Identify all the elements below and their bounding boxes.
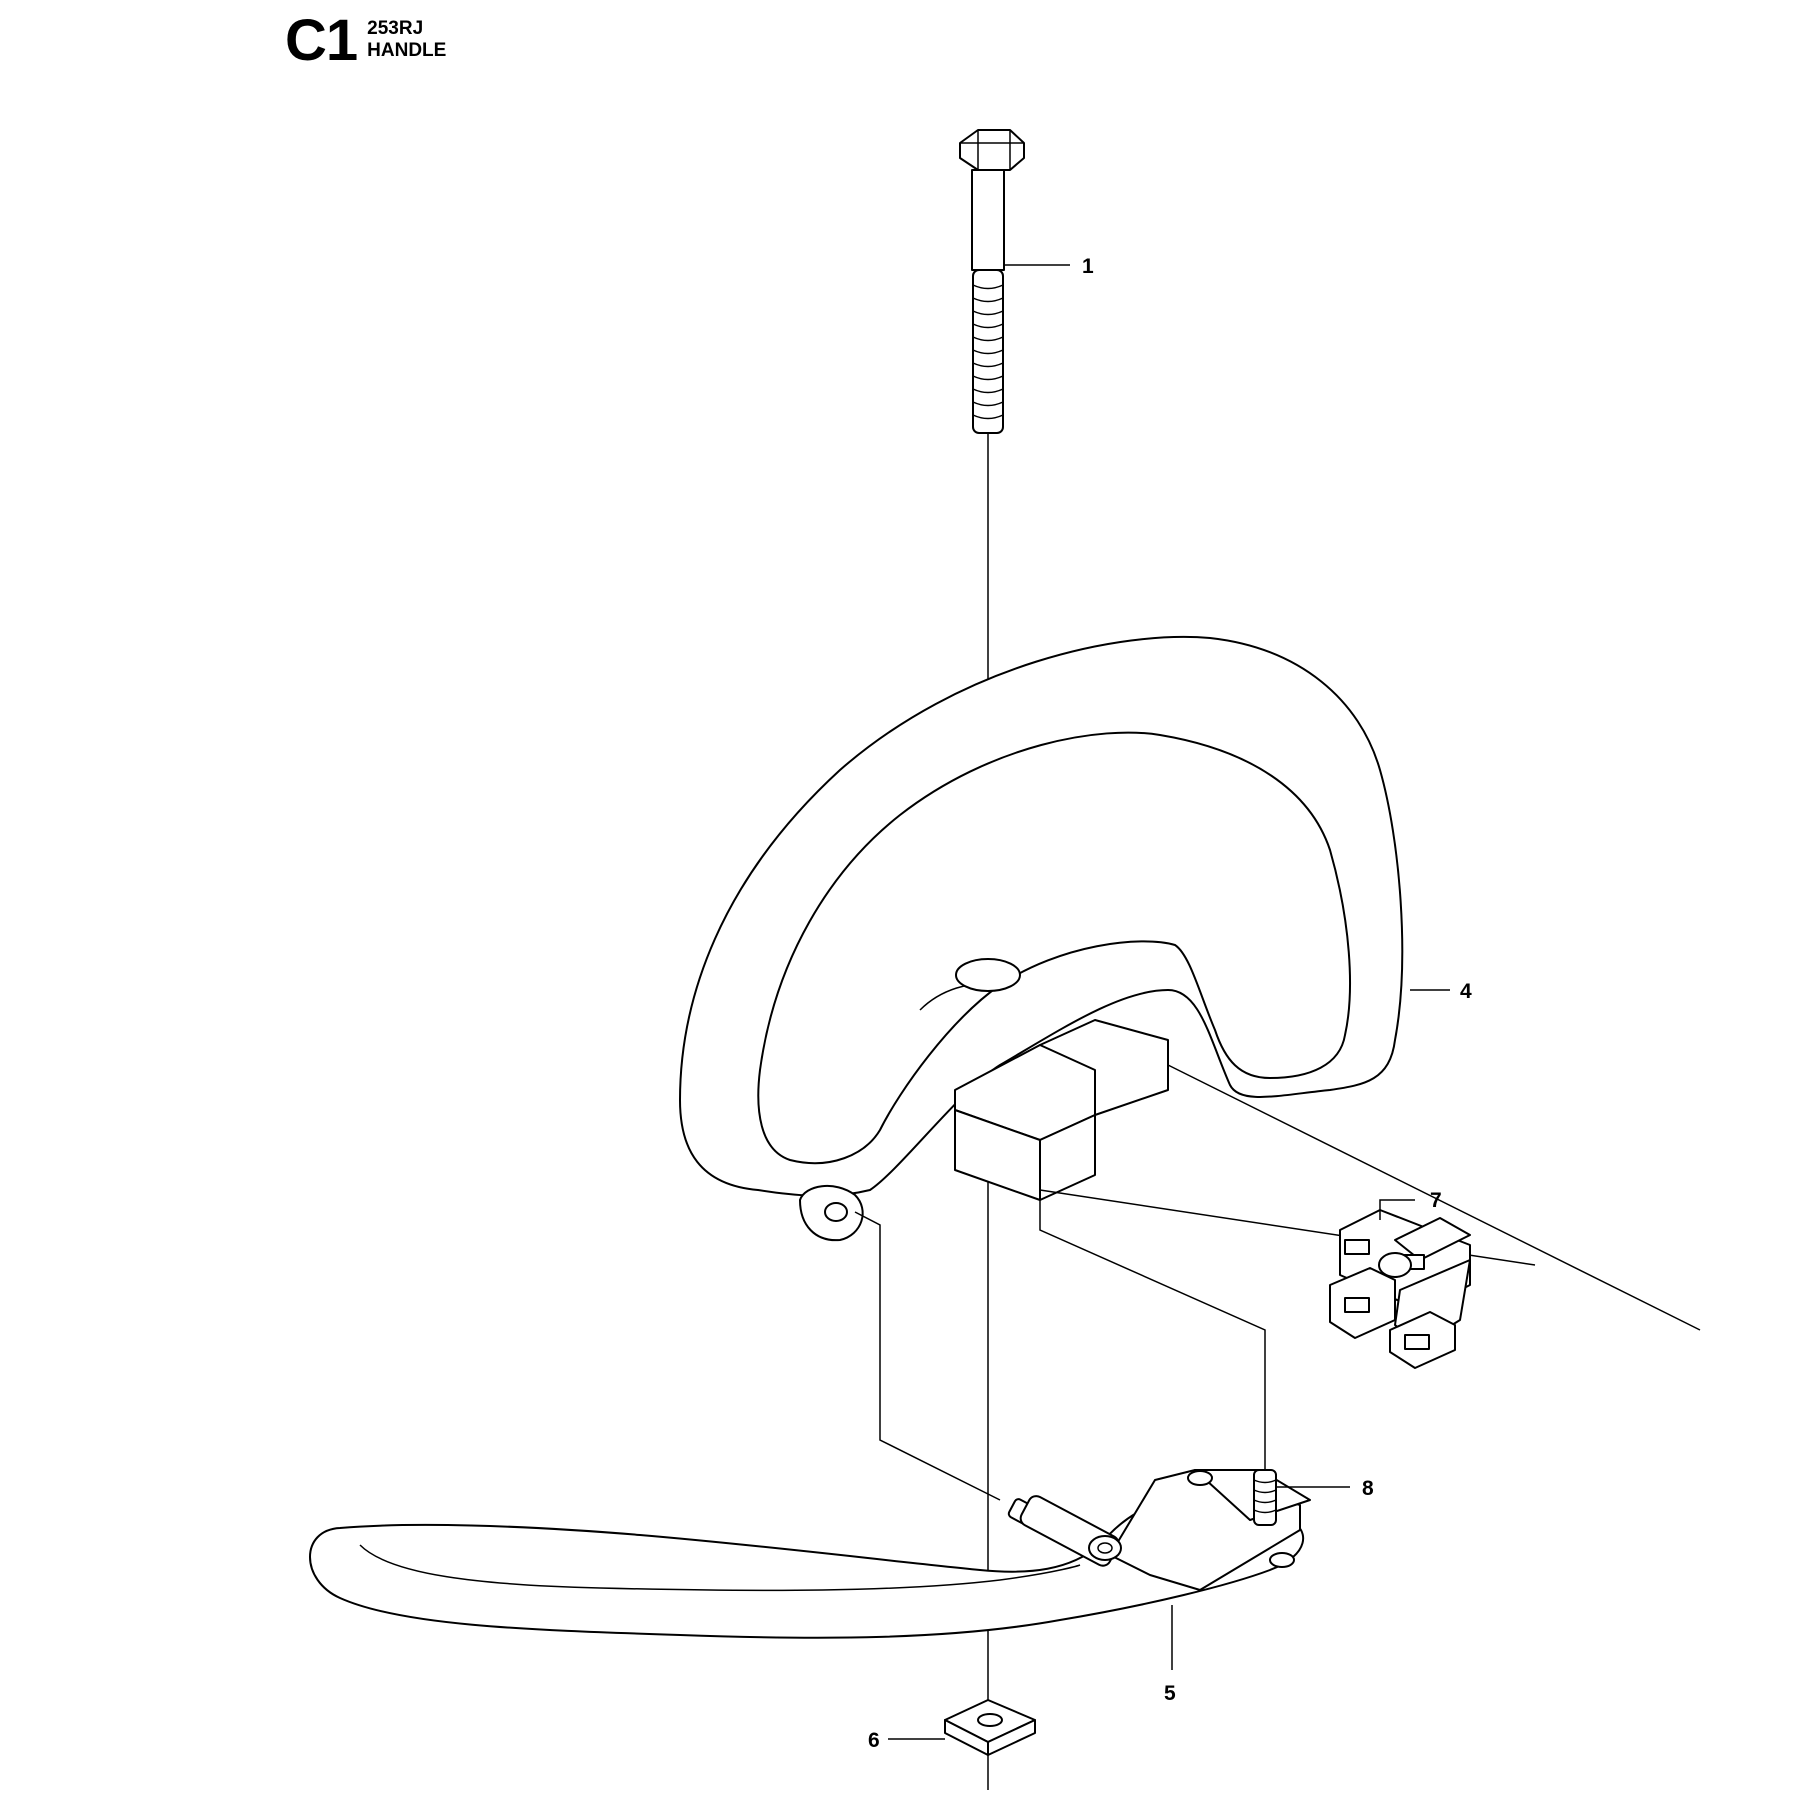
part-4-loop-handle[interactable] <box>679 635 1404 1242</box>
callout-4: 4 <box>1460 980 1472 1003</box>
callout-6: 6 <box>868 1729 880 1752</box>
shaft-line <box>1167 1064 1701 1331</box>
section-code: C1 <box>285 8 358 73</box>
model-number: 253RJ <box>367 18 424 39</box>
callout-7-leader <box>1379 1199 1415 1220</box>
header-meta: 253RJ HANDLE <box>367 18 446 62</box>
leader-clamp-to-screw <box>1039 1200 1266 1470</box>
part-8-screw[interactable] <box>1253 1469 1277 1526</box>
leader-lug-to-bracket <box>854 1211 1001 1501</box>
part-6-square-nut[interactable] <box>944 1699 1036 1756</box>
part-1-bolt[interactable] <box>959 129 1025 434</box>
callout-8: 8 <box>1362 1477 1374 1500</box>
diagram-header: C1 253RJ HANDLE <box>285 12 446 70</box>
callout-7: 7 <box>1430 1189 1442 1212</box>
part-7-clamp-clip[interactable] <box>1329 1209 1471 1369</box>
part-5-bracket[interactable] <box>309 1469 1311 1639</box>
diagram-title: HANDLE <box>367 40 447 61</box>
callout-1: 1 <box>1082 255 1094 278</box>
threaded-pin <box>1007 1495 1122 1567</box>
callout-5: 5 <box>1164 1682 1176 1705</box>
